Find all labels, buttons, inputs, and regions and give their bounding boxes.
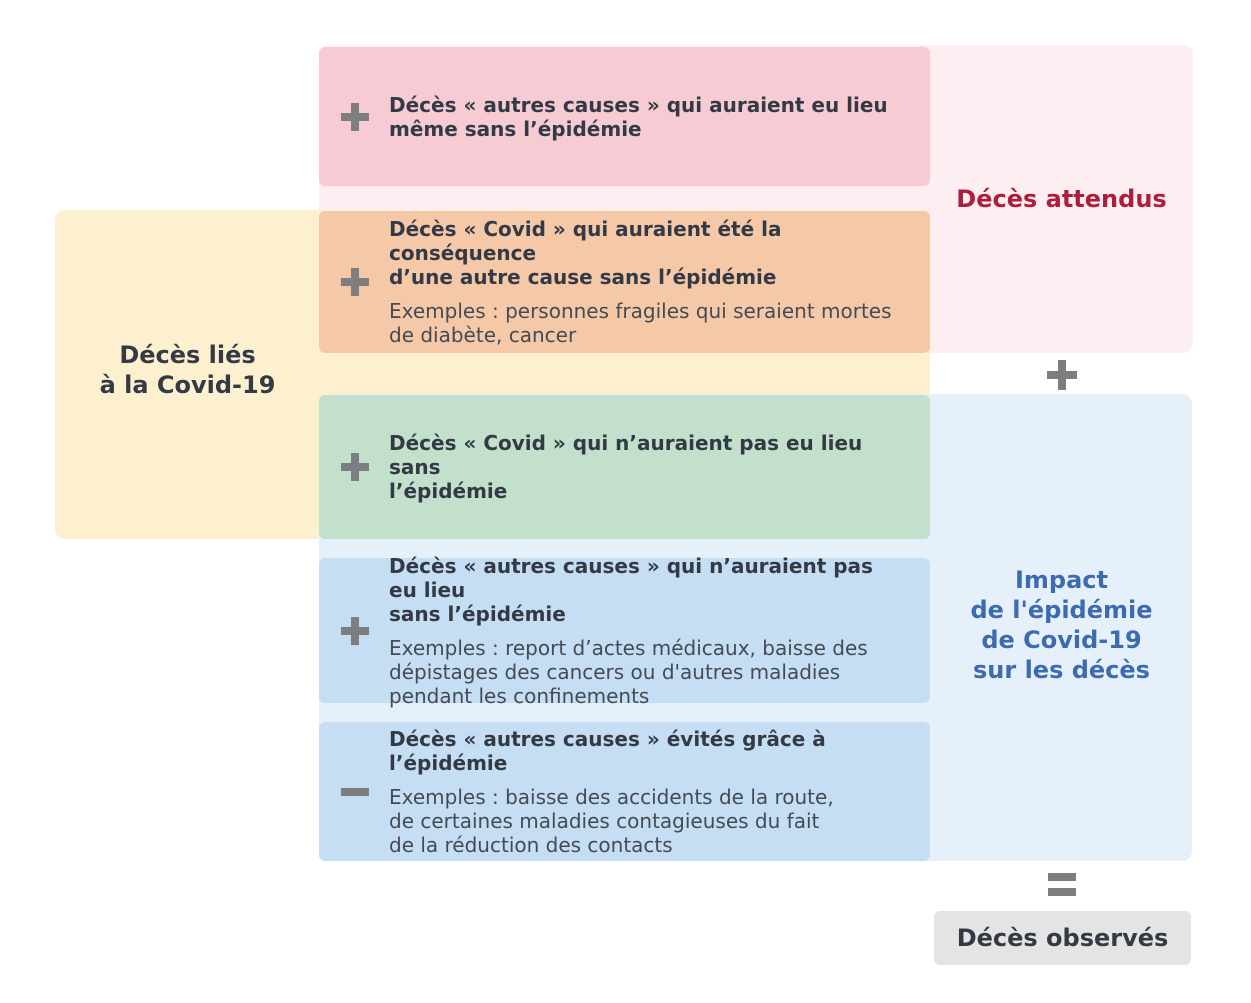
row-other-causes-expected: Décès « autres causes » qui auraient eu …: [319, 47, 930, 186]
row-description: Exemples : report d’actes médicaux, bais…: [389, 635, 868, 708]
row-description: Exemples : baisse des accidents de la ro…: [389, 784, 834, 857]
row-title: Décès « Covid » qui auraient été la cons…: [389, 217, 782, 289]
plus-icon: [341, 102, 369, 131]
row-description: Exemples : personnes fragiles qui seraie…: [389, 299, 892, 347]
expected-deaths-label: Décès attendus: [956, 185, 1167, 213]
plus-icon: [1047, 360, 1077, 390]
epidemic-impact-label: Impact de l'épidémie de Covid-19 sur les…: [970, 566, 1153, 684]
row-covid-expected: Décès « Covid » qui auraient été la cons…: [319, 211, 930, 353]
plus-icon: [341, 268, 369, 296]
plus-icon: [341, 453, 369, 481]
covid-related-deaths-label: Décès liés à la Covid-19: [99, 341, 276, 399]
row-title: Décès « Covid » qui n’auraient pas eu li…: [389, 431, 863, 503]
row-other-causes-excess: Décès « autres causes » qui n’auraient p…: [319, 554, 930, 708]
row-other-causes-avoided: Décès « autres causes » évités grâce à l…: [319, 722, 930, 861]
row-title: Décès « autres causes » qui auraient eu …: [389, 92, 888, 141]
minus-icon: [341, 778, 369, 806]
row-title: Décès « autres causes » qui n’auraient p…: [389, 553, 873, 626]
equals-icon: [1048, 873, 1076, 897]
observed-deaths-label: Décès observés: [956, 924, 1169, 952]
plus-icon: [341, 616, 369, 645]
row-covid-excess: Décès « Covid » qui n’auraient pas eu li…: [319, 395, 930, 539]
row-title: Décès « autres causes » évités grâce à l…: [389, 726, 826, 775]
observed-deaths-box: Décès observés: [934, 911, 1191, 965]
